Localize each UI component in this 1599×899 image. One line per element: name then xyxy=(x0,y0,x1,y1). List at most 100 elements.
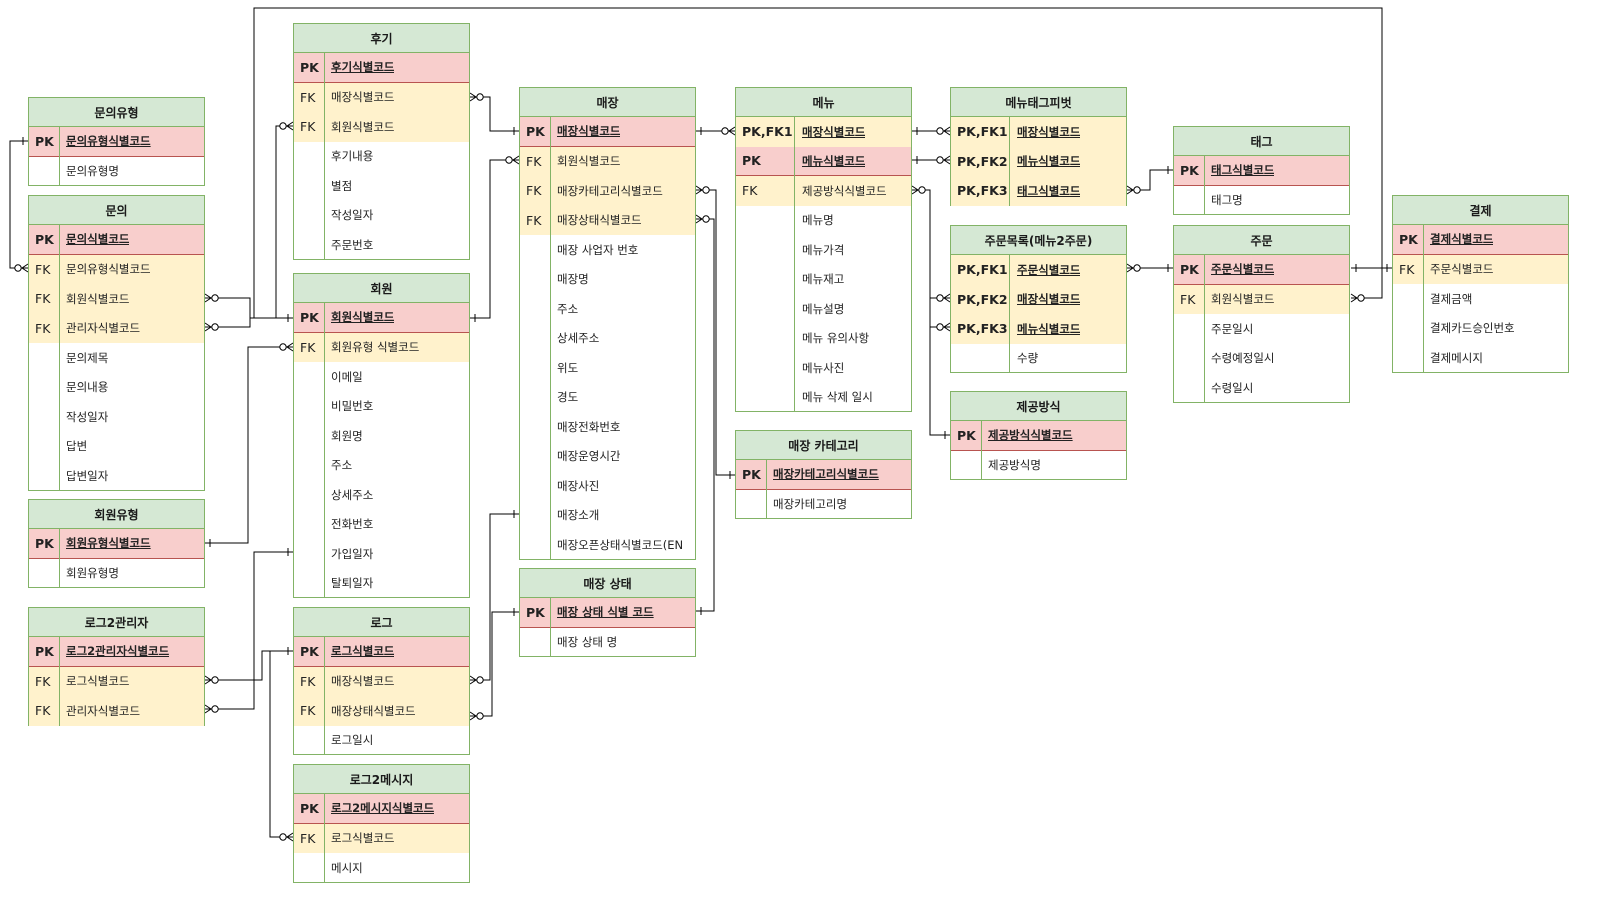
field-row[interactable]: 결제금액 xyxy=(1393,284,1568,314)
field-row[interactable]: 수령예정일시 xyxy=(1174,344,1349,374)
field-row[interactable]: 메뉴재고 xyxy=(736,265,911,295)
field-row[interactable]: 수령일시 xyxy=(1174,373,1349,403)
field-row[interactable]: 회원명 xyxy=(294,421,469,451)
field-row[interactable]: 매장전화번호 xyxy=(520,412,695,442)
field-row[interactable]: 메뉴명 xyxy=(736,206,911,236)
field-row[interactable]: 매장 상태 명 xyxy=(520,628,695,658)
field-row[interactable]: 문의유형명 xyxy=(29,157,204,187)
field-row[interactable]: 답변 xyxy=(29,432,204,462)
field-row[interactable]: 주문일시 xyxy=(1174,314,1349,344)
field-row[interactable]: 주소 xyxy=(294,451,469,481)
field-row[interactable]: 주문번호 xyxy=(294,230,469,260)
field-row[interactable]: 탈퇴일자 xyxy=(294,569,469,599)
field-row[interactable]: 회원유형명 xyxy=(29,559,204,589)
field-row[interactable]: 매장사진 xyxy=(520,471,695,501)
field-row[interactable]: 매장오픈상태식별코드(EN xyxy=(520,530,695,560)
field-row[interactable]: 매장소개 xyxy=(520,501,695,531)
field-row[interactable]: 메뉴 유의사항 xyxy=(736,324,911,354)
field-row[interactable]: 위도 xyxy=(520,353,695,383)
field-row[interactable]: 전화번호 xyxy=(294,510,469,540)
field-row[interactable]: 매장명 xyxy=(520,265,695,295)
field-row[interactable]: 메뉴설명 xyxy=(736,294,911,324)
field-row[interactable]: 문의내용 xyxy=(29,373,204,403)
field-row[interactable]: 매장 사업자 번호 xyxy=(520,235,695,265)
field-row[interactable]: 별점 xyxy=(294,171,469,201)
field-row[interactable]: 메뉴사진 xyxy=(736,353,911,383)
field-row[interactable]: 상세주소 xyxy=(520,324,695,354)
field-row[interactable]: 가입일자 xyxy=(294,539,469,569)
field-row[interactable]: 매장카테고리명 xyxy=(736,490,911,520)
field-row[interactable]: 메시지 xyxy=(294,853,469,883)
field-row[interactable]: 로그일시 xyxy=(294,726,469,756)
field-row[interactable]: 결제카드승인번호 xyxy=(1393,314,1568,344)
field-row[interactable]: 경도 xyxy=(520,383,695,413)
field-row[interactable]: 수량 xyxy=(951,344,1126,374)
field-row[interactable]: 매장운영시간 xyxy=(520,442,695,472)
field-row[interactable]: 작성일자 xyxy=(294,201,469,231)
field-row[interactable]: 비밀번호 xyxy=(294,392,469,422)
field-row[interactable]: 이메일 xyxy=(294,362,469,392)
field-row[interactable]: 제공방식명 xyxy=(951,451,1126,481)
field-row[interactable]: 작성일자 xyxy=(29,402,204,432)
field-row[interactable]: 메뉴 삭제 일시 xyxy=(736,383,911,413)
field-row[interactable]: 메뉴가격 xyxy=(736,235,911,265)
field-row[interactable]: 후기내용 xyxy=(294,142,469,172)
field-row[interactable]: 결제메시지 xyxy=(1393,343,1568,373)
field-row[interactable]: 상세주소 xyxy=(294,480,469,510)
